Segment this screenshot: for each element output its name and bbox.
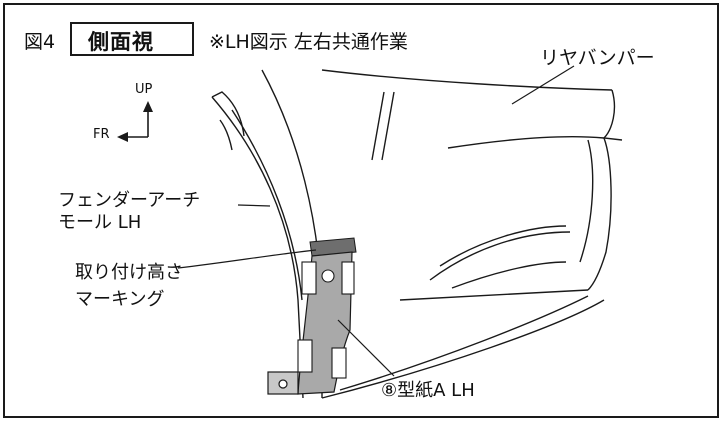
label-height-marking-line2: マーキング bbox=[75, 289, 165, 310]
label-rear-bumper: リヤバンパー bbox=[540, 47, 655, 69]
height-marking-tape bbox=[309, 237, 357, 257]
orientation-arrows bbox=[117, 101, 153, 142]
template-hole bbox=[321, 269, 335, 283]
figure-number: 図4 bbox=[24, 31, 56, 53]
figure-note: ※LH図示 左右共通作業 bbox=[209, 31, 408, 53]
leader-lines bbox=[177, 65, 575, 377]
label-fender-arch-line1: フェンダーアーチ bbox=[58, 190, 201, 211]
up-direction-label: UP bbox=[135, 82, 153, 97]
rear-bumper-body bbox=[321, 69, 623, 399]
view-title-box bbox=[70, 22, 194, 56]
front-direction-label: FR bbox=[93, 127, 110, 142]
template-clips bbox=[297, 261, 355, 379]
lower-bracket bbox=[267, 371, 299, 395]
label-template: ⑧型紙A LH bbox=[381, 380, 475, 401]
label-height-marking-line1: 取り付け高さ bbox=[75, 262, 183, 283]
figure-frame bbox=[3, 3, 719, 418]
view-title: 側面視 bbox=[88, 30, 154, 54]
label-fender-arch-line2: モール LH bbox=[58, 212, 142, 233]
